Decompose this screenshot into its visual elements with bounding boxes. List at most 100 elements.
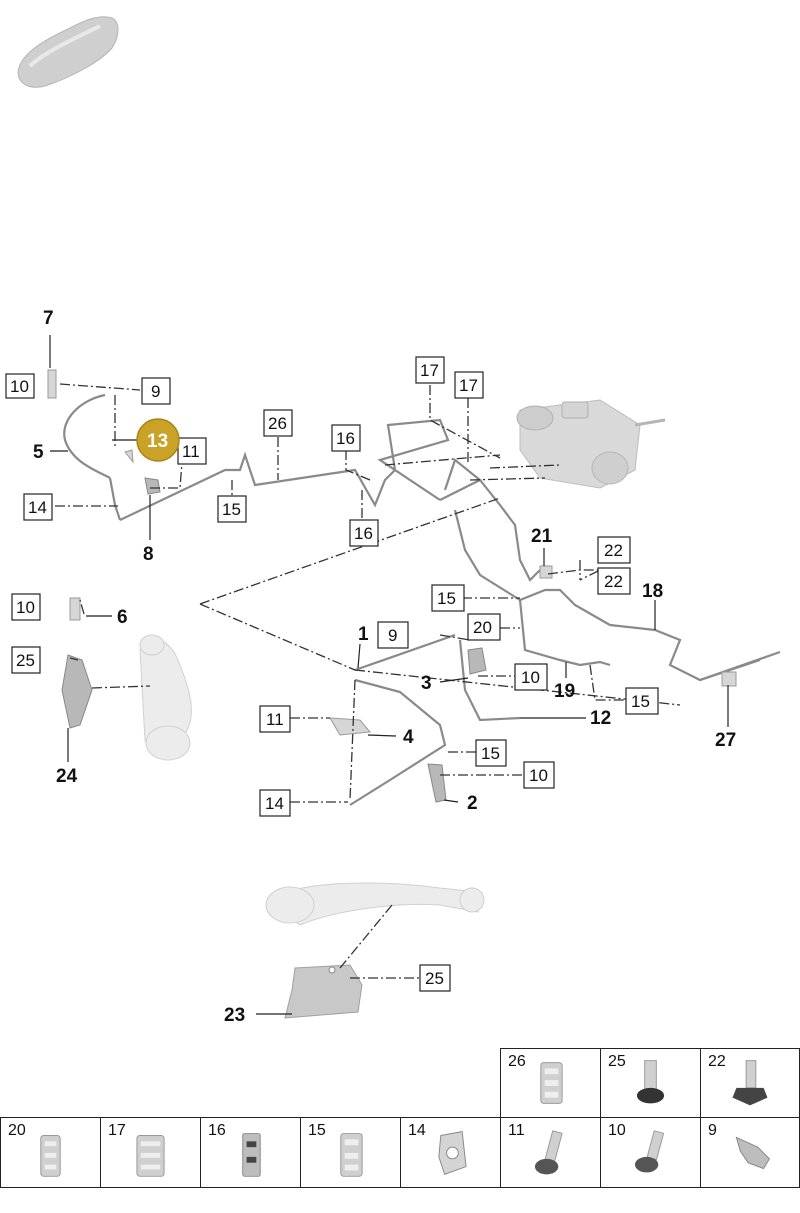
control-arm-left-icon <box>139 634 192 761</box>
svg-text:22: 22 <box>604 572 623 591</box>
bolt-10-icon <box>634 1130 665 1173</box>
parts-cell-15[interactable]: 15 <box>300 1117 401 1188</box>
bolt-11-icon <box>534 1130 563 1175</box>
clip-15-icon <box>340 1133 363 1177</box>
box-14b: 14 <box>259 789 291 817</box>
box-9a: 9 <box>141 377 171 405</box>
parts-cell-number: 16 <box>208 1122 226 1139</box>
vehicle-thumbnail-icon <box>17 16 119 88</box>
heat-shield-23-icon <box>284 964 363 1019</box>
svg-text:10: 10 <box>529 766 548 785</box>
callout-6: 6 <box>117 607 128 628</box>
box-17b: 17 <box>454 371 484 399</box>
parts-cell-number: 15 <box>308 1122 326 1139</box>
svg-text:16: 16 <box>336 429 355 448</box>
callout-3: 3 <box>421 673 432 694</box>
clip-9-icon <box>735 1136 771 1170</box>
brake-booster-icon <box>516 399 666 489</box>
svg-text:11: 11 <box>182 442 200 461</box>
callout-27: 27 <box>715 730 736 751</box>
box-10d: 10 <box>523 761 555 789</box>
box-11b: 11 <box>259 705 291 733</box>
box-15a: 15 <box>217 495 247 523</box>
bolt-22-icon <box>732 1060 768 1106</box>
solid-leaders <box>49 335 729 1015</box>
callout-12: 12 <box>590 708 611 729</box>
parts-cell-number: 20 <box>8 1122 26 1139</box>
box-17a: 17 <box>415 356 445 384</box>
box-25b: 25 <box>419 964 451 992</box>
box-26: 26 <box>263 409 293 437</box>
svg-text:9: 9 <box>151 382 160 401</box>
highlight-callout-13[interactable]: 13 <box>112 418 180 462</box>
svg-text:15: 15 <box>222 500 241 519</box>
parts-cell-9[interactable]: 9 <box>700 1117 800 1188</box>
svg-text:15: 15 <box>437 589 456 608</box>
callout-21: 21 <box>531 526 553 547</box>
parts-cell-22[interactable]: 22 <box>700 1048 800 1118</box>
svg-text:22: 22 <box>604 541 623 560</box>
svg-text:17: 17 <box>459 376 478 395</box>
clip-16-icon <box>242 1133 261 1177</box>
svg-text:26: 26 <box>268 414 287 433</box>
svg-text:15: 15 <box>631 692 650 711</box>
svg-text:17: 17 <box>420 361 439 380</box>
callout-7: 7 <box>43 308 54 329</box>
box-15b: 15 <box>431 584 465 612</box>
callout-8: 8 <box>143 544 154 565</box>
callout-18: 18 <box>642 581 663 602</box>
box-25a: 25 <box>11 646 41 674</box>
box-10c: 10 <box>514 663 548 691</box>
box-15d: 15 <box>475 739 507 767</box>
callout-23: 23 <box>224 1005 245 1026</box>
parts-cell-17[interactable]: 17 <box>100 1117 201 1188</box>
svg-text:25: 25 <box>425 969 444 988</box>
highlight-label: 13 <box>147 431 168 452</box>
brake-pipes <box>63 393 781 806</box>
parts-cell-10[interactable]: 10 <box>600 1117 701 1188</box>
clip-26-icon <box>540 1062 563 1104</box>
parts-cell-11[interactable]: 11 <box>500 1117 601 1188</box>
svg-text:10: 10 <box>10 377 29 396</box>
box-16a: 16 <box>331 424 361 452</box>
parts-cell-number: 25 <box>608 1053 626 1070</box>
box-9b: 9 <box>377 621 409 649</box>
callout-24: 24 <box>56 766 78 787</box>
svg-text:11: 11 <box>266 710 284 729</box>
callout-5: 5 <box>33 442 44 463</box>
parts-cell-16[interactable]: 16 <box>200 1117 301 1188</box>
box-22b: 22 <box>597 567 631 595</box>
clip-20-icon <box>40 1135 61 1177</box>
svg-text:16: 16 <box>354 524 373 543</box>
parts-cell-25[interactable]: 25 <box>600 1048 701 1118</box>
svg-text:25: 25 <box>16 651 35 670</box>
small-parts <box>47 369 737 803</box>
box-22a: 22 <box>597 536 631 564</box>
callout-1: 1 <box>358 624 369 645</box>
heat-shield-24-icon <box>61 654 93 729</box>
parts-cell-number: 26 <box>508 1053 526 1070</box>
parts-cell-number: 17 <box>108 1122 126 1139</box>
callout-19: 19 <box>554 681 575 702</box>
callout-2: 2 <box>467 793 478 814</box>
parts-cell-number: 9 <box>708 1122 717 1139</box>
parts-cell-number: 10 <box>608 1122 626 1139</box>
parts-cell-number: 22 <box>708 1053 726 1070</box>
box-15c: 15 <box>625 687 659 715</box>
svg-text:9: 9 <box>388 626 397 645</box>
svg-text:20: 20 <box>473 618 492 637</box>
parts-cell-26[interactable]: 26 <box>500 1048 601 1118</box>
box-11a: 11 <box>177 437 207 465</box>
svg-text:10: 10 <box>521 668 540 687</box>
bracket-14-icon <box>438 1131 467 1175</box>
bolt-25-icon <box>636 1060 665 1104</box>
parts-cell-20[interactable]: 20 <box>0 1117 101 1188</box>
parts-cell-number: 11 <box>508 1122 525 1139</box>
box-10a: 10 <box>5 373 35 399</box>
clip-17-icon <box>136 1135 165 1177</box>
box-20: 20 <box>467 613 501 641</box>
parts-cell-14[interactable]: 14 <box>400 1117 501 1188</box>
parts-cell-number: 14 <box>408 1122 426 1139</box>
control-arm-bottom-icon <box>265 882 485 926</box>
